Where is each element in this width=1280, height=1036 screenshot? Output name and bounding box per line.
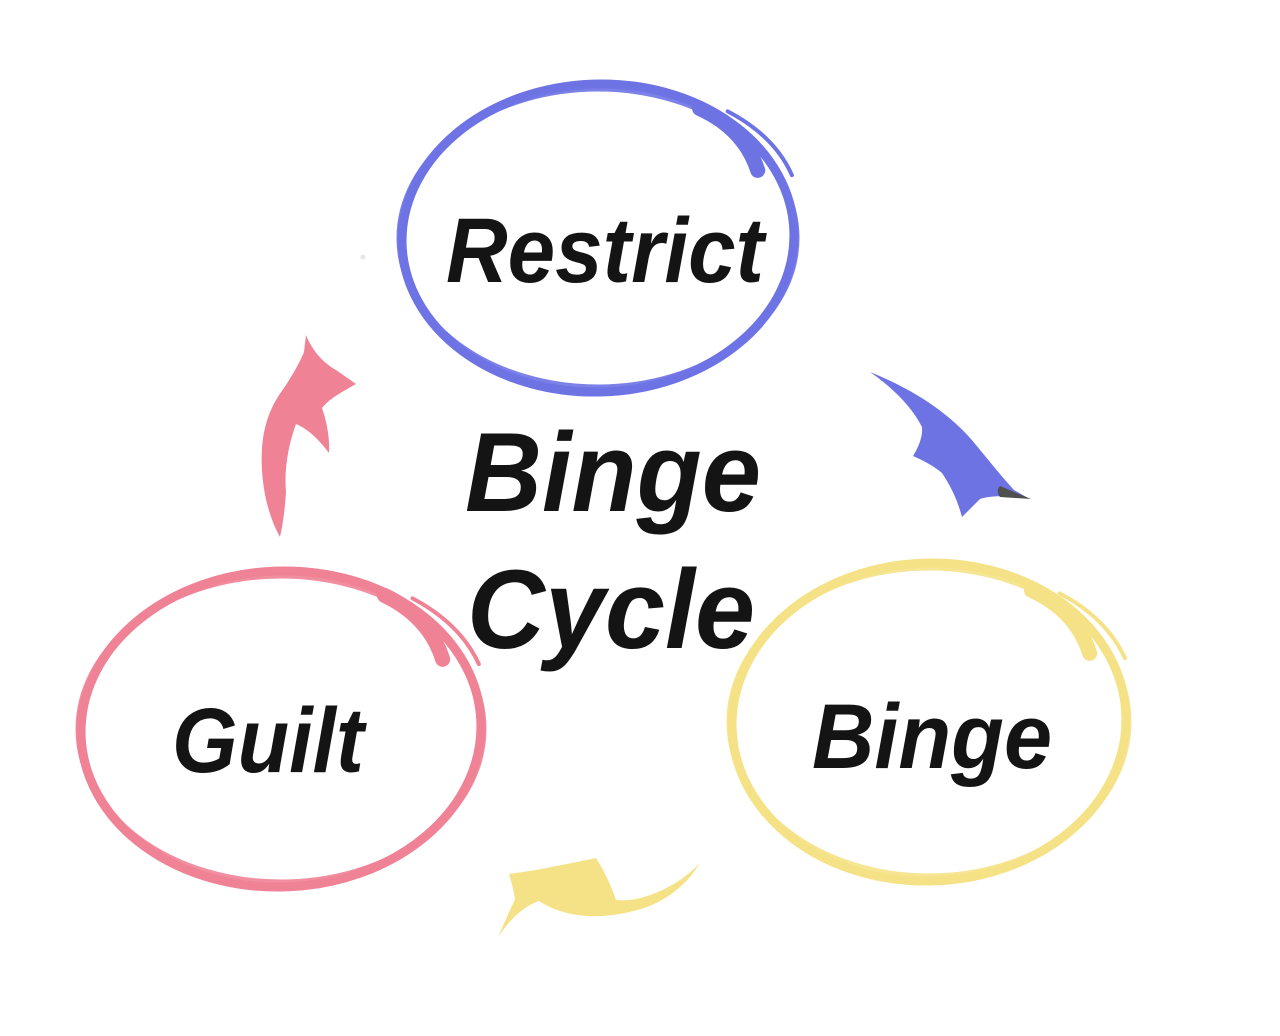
arrow-restrict-to-binge-tip — [997, 486, 1031, 499]
restrict-label: Restrict — [446, 200, 767, 302]
guilt-ellipse-pen-tail — [376, 587, 451, 667]
restrict-ellipse-pen-tail — [692, 100, 766, 178]
diagram-title-line2: Cycle — [467, 547, 755, 672]
binge-ellipse — [727, 558, 1131, 886]
binge-ellipse-pen-tail — [1023, 582, 1098, 661]
diagram-title-line1: Binge — [465, 410, 761, 535]
binge-ellipse-pen-tip — [1057, 591, 1127, 661]
restrict-ellipse-overdraw — [396, 86, 800, 390]
paper-smudge — [360, 254, 366, 260]
guilt-ellipse — [76, 566, 486, 892]
binge-label: Binge — [812, 686, 1052, 788]
guilt-node — [75, 566, 487, 892]
binge-ellipse-overdraw — [726, 565, 1132, 879]
arrow-restrict-to-binge-body — [870, 372, 1028, 517]
restrict-ellipse — [397, 79, 799, 397]
binge-node — [726, 558, 1132, 886]
arrow-guilt-to-restrict — [261, 335, 356, 537]
guilt-ellipse-pen-tip — [410, 596, 481, 667]
guilt-label: Guilt — [172, 690, 367, 792]
restrict-ellipse-pen-tip — [725, 109, 794, 178]
arrow-binge-to-guilt — [498, 858, 700, 937]
guilt-ellipse-overdraw — [75, 573, 487, 885]
arrow-restrict-to-binge — [870, 372, 1031, 517]
restrict-node — [396, 79, 800, 397]
